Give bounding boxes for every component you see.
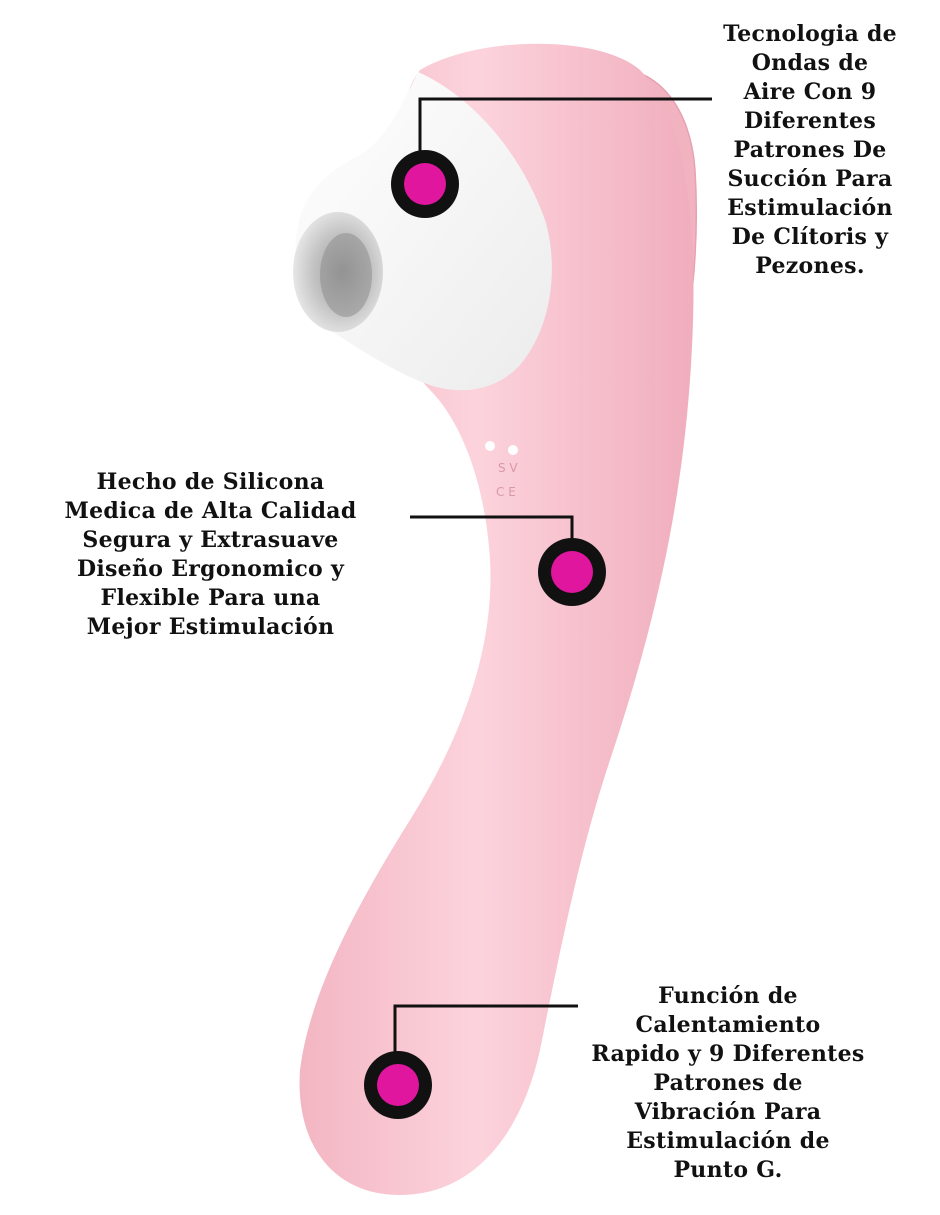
suction-mouth-hole	[320, 233, 372, 317]
callout-text-air-wave: Tecnologia de Ondas de Aire Con 9 Difere…	[690, 20, 930, 281]
callout-line: Patrones de	[653, 1070, 803, 1096]
callout-line: Rapido y 9 Diferentes	[591, 1041, 865, 1067]
control-button	[508, 445, 518, 455]
callout-line: Estimulación	[727, 195, 893, 221]
callout-line: Patrones De	[733, 137, 887, 163]
callout-line: Vibración Para	[634, 1099, 822, 1125]
control-button	[485, 441, 495, 451]
callout-line: Calentamiento	[635, 1012, 821, 1038]
callout-marker	[538, 538, 606, 606]
callout-line: Punto G.	[673, 1157, 783, 1183]
callout-line: Pezones.	[755, 253, 865, 279]
callout-line: Flexible Para una	[100, 585, 321, 611]
callout-text-silicone: Hecho de Silicona Medica de Alta Calidad…	[18, 468, 403, 642]
callout-line: Succión Para	[727, 166, 893, 192]
device-marking: S V	[498, 461, 518, 475]
callout-text-heating: Función de Calentamiento Rapido y 9 Dife…	[548, 982, 908, 1185]
callout-marker	[391, 150, 459, 218]
callout-line: Hecho de Silicona	[96, 469, 325, 495]
callout-line: Medica de Alta Calidad	[64, 498, 357, 524]
callout-line: Estimulación de	[626, 1128, 830, 1154]
device-marking: C E	[496, 485, 516, 499]
callout-marker	[364, 1051, 432, 1119]
callout-line: Aire Con 9	[743, 79, 877, 105]
callout-line: De Clítoris y	[731, 224, 889, 250]
callout-line: Diseño Ergonomico y	[76, 556, 345, 582]
callout-line: Segura y Extrasuave	[82, 527, 339, 553]
callout-line: Tecnologia de	[723, 21, 897, 47]
callout-line: Función de	[658, 983, 798, 1009]
callout-line: Diferentes	[743, 108, 877, 134]
callout-line: Ondas de	[751, 50, 869, 76]
callout-line: Mejor Estimulación	[86, 614, 335, 640]
